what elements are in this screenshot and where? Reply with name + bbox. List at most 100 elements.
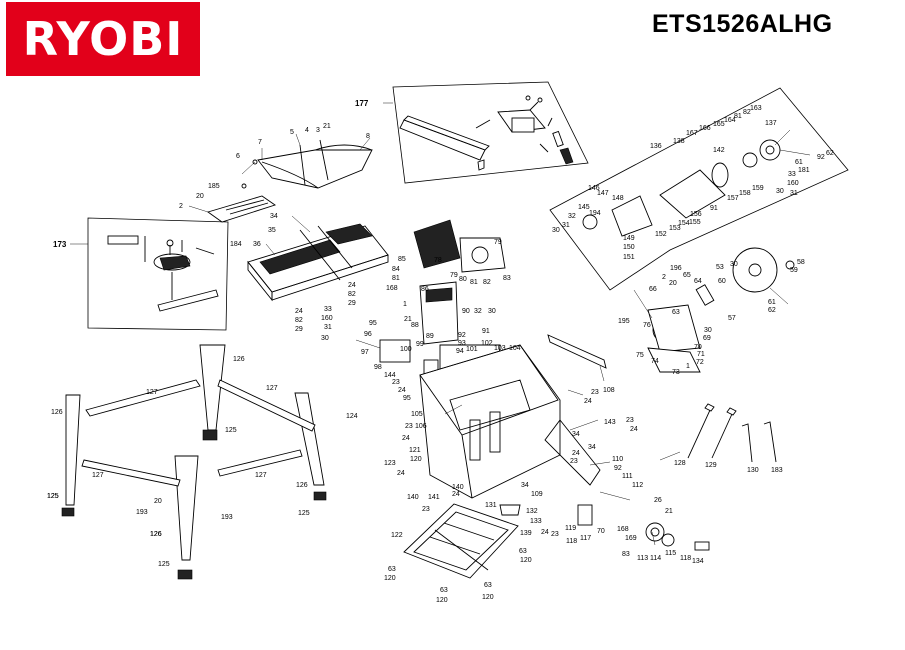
label-96: 96 <box>364 331 372 338</box>
label-33: 33 <box>324 306 332 313</box>
label-138: 138 <box>673 138 685 145</box>
label-158: 158 <box>739 190 751 197</box>
label-153: 153 <box>669 225 681 232</box>
label-136: 136 <box>650 143 662 150</box>
label-20: 20 <box>196 193 204 200</box>
label-125: 125 <box>47 493 59 500</box>
tool-set <box>687 403 777 463</box>
label-168: 168 <box>386 285 398 292</box>
rip-fence-assembly <box>399 95 574 171</box>
label-117: 117 <box>580 535 591 542</box>
label-63: 63 <box>672 309 680 316</box>
label-5: 5 <box>290 129 294 136</box>
label-126: 126 <box>150 531 162 538</box>
label-160: 160 <box>787 180 799 187</box>
label-24: 24 <box>452 491 460 498</box>
label-57: 57 <box>728 315 736 322</box>
label-24: 24 <box>397 470 405 477</box>
label-130: 130 <box>747 467 759 474</box>
label-144: 144 <box>384 372 396 379</box>
label-95: 95 <box>403 395 411 402</box>
label-20: 20 <box>154 498 162 505</box>
label-155: 155 <box>689 219 701 226</box>
label-34: 34 <box>521 482 529 489</box>
label-91: 91 <box>710 205 718 212</box>
inset-frame-173 <box>87 217 229 331</box>
label-74: 74 <box>651 358 659 365</box>
label-154: 154 <box>678 220 690 227</box>
motor-cover <box>413 219 506 273</box>
label-124: 124 <box>346 413 358 420</box>
label-32: 32 <box>474 308 482 315</box>
label-62: 62 <box>768 307 776 314</box>
label-114: 114 <box>650 555 661 562</box>
label-163: 163 <box>750 105 762 112</box>
motor-assembly <box>582 139 781 237</box>
label-84: 84 <box>392 266 400 273</box>
label-100: 100 <box>400 346 412 353</box>
label-143: 143 <box>604 419 616 426</box>
label-139: 139 <box>520 530 532 537</box>
label-81: 81 <box>470 279 478 286</box>
label-85: 85 <box>398 256 406 263</box>
label-59: 59 <box>790 267 798 274</box>
label-1: 1 <box>403 301 407 308</box>
logo-text: RYOBI <box>22 12 184 66</box>
label-64: 64 <box>694 278 702 285</box>
label-23: 23 <box>591 389 599 396</box>
label-194: 194 <box>589 210 601 217</box>
label-92: 92 <box>458 332 466 339</box>
label-169: 169 <box>625 535 637 542</box>
label-193: 193 <box>221 514 233 521</box>
label-133: 133 <box>530 518 542 525</box>
label-4: 4 <box>305 127 309 134</box>
label-30: 30 <box>321 335 329 342</box>
label-167: 167 <box>686 130 698 137</box>
label-24: 24 <box>398 387 406 394</box>
label-79: 79 <box>450 272 458 279</box>
label-24: 24 <box>584 398 592 405</box>
label-76: 76 <box>643 322 651 329</box>
label-23: 23 <box>626 417 634 424</box>
label-125: 125 <box>158 561 170 568</box>
label-24: 24 <box>572 450 580 457</box>
label-65: 65 <box>683 272 691 279</box>
label-132: 132 <box>526 508 538 515</box>
label-30: 30 <box>704 327 712 334</box>
label-142: 142 <box>713 147 725 154</box>
label-165: 165 <box>713 121 725 128</box>
label-34: 34 <box>572 431 580 438</box>
label-156: 156 <box>690 211 702 218</box>
label-53: 53 <box>716 264 724 271</box>
label-61: 61 <box>768 299 776 306</box>
label-81: 81 <box>734 113 742 120</box>
label-20: 20 <box>669 280 677 287</box>
label-66: 66 <box>649 286 657 293</box>
table-top <box>247 223 389 302</box>
label-70: 70 <box>694 344 702 351</box>
label-32: 32 <box>568 213 576 220</box>
label-115: 115 <box>665 550 676 557</box>
label-63: 63 <box>519 548 527 555</box>
label-80: 80 <box>459 276 467 283</box>
label-185: 185 <box>208 183 220 190</box>
label-3: 3 <box>316 127 320 134</box>
label-86: 86 <box>421 286 429 293</box>
label-93: 93 <box>458 340 466 347</box>
label-120: 120 <box>384 575 396 582</box>
label-83: 83 <box>622 551 630 558</box>
label-24: 24 <box>348 282 356 289</box>
label-60: 60 <box>718 278 726 285</box>
label-126: 126 <box>51 409 63 416</box>
label-105: 105 <box>411 411 423 418</box>
extension-rail <box>547 334 607 369</box>
part-labels: 177 173 7 6 5 4 3 21 8 185 20 2 184 34 3… <box>47 99 834 604</box>
label-109: 109 <box>531 491 543 498</box>
label-21: 21 <box>323 123 331 130</box>
label-72: 72 <box>696 359 704 366</box>
label-63: 63 <box>484 582 492 589</box>
inset-frame-motor <box>549 87 849 291</box>
label-23: 23 <box>405 423 413 430</box>
